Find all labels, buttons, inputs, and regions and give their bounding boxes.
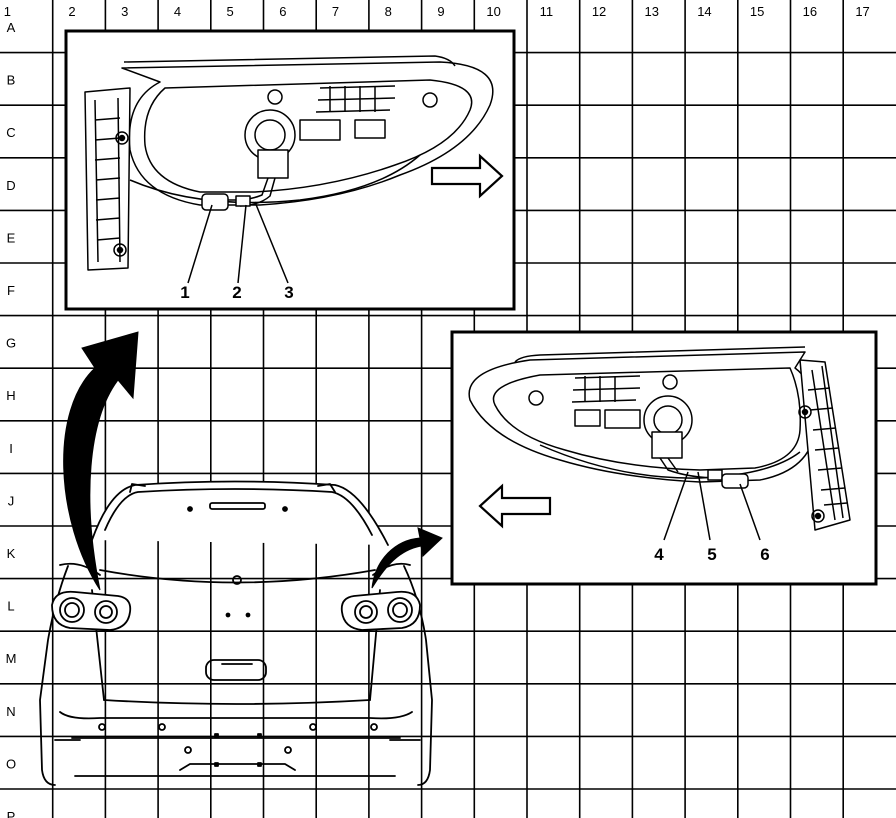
- grid-row-label: B: [7, 73, 16, 88]
- grid-column-label: 16: [803, 4, 817, 19]
- grid-column-label: 8: [385, 4, 392, 19]
- grid-column-label: 12: [592, 4, 606, 19]
- left-direction-arrow-icon: [430, 153, 504, 199]
- grid-row-label: E: [7, 230, 16, 245]
- grid-row-label: P: [7, 809, 16, 818]
- grid-column-label: 15: [750, 4, 764, 19]
- arrow-to-right-detail-icon: [371, 527, 443, 589]
- vehicle-rear-view: [39, 480, 433, 786]
- grid-row-label: K: [7, 546, 16, 561]
- grid-row-label: M: [6, 651, 17, 666]
- grid-row-label: J: [8, 493, 15, 508]
- grid-column-label: 7: [332, 4, 339, 19]
- grid-row-label: L: [7, 599, 14, 614]
- grid-column-label: 13: [645, 4, 659, 19]
- left-lamp-assembly: [84, 55, 494, 284]
- callout-6: 6: [760, 545, 769, 564]
- arrow-to-left-detail-icon: [63, 331, 139, 591]
- grid-row-labels: A B C D E F G H I J K L M N O P: [6, 20, 17, 818]
- grid-row-label: N: [6, 704, 15, 719]
- grid-column-label: 14: [697, 4, 711, 19]
- grid-column-label: 2: [68, 4, 75, 19]
- callout-1: 1: [180, 283, 189, 302]
- grid-column-label: 3: [121, 4, 128, 19]
- grid-column-label: 11: [540, 4, 554, 19]
- grid-row-label: A: [7, 20, 16, 35]
- right-lamp-assembly: [468, 346, 851, 541]
- grid-row-label: F: [7, 283, 15, 298]
- grid-row-label: D: [6, 178, 15, 193]
- callout-5: 5: [707, 545, 716, 564]
- grid-row-label: O: [6, 756, 16, 771]
- callout-4: 4: [654, 545, 664, 564]
- grid-column-label: 5: [227, 4, 234, 19]
- callout-2: 2: [232, 283, 241, 302]
- grid-row-label: I: [9, 441, 13, 456]
- grid-column-label: 1: [4, 4, 11, 19]
- right-direction-arrow-icon: [478, 483, 552, 529]
- callout-3: 3: [284, 283, 293, 302]
- grid-column-label: 4: [174, 4, 181, 19]
- grid-column-label: 9: [437, 4, 444, 19]
- grid-row-label: G: [6, 336, 16, 351]
- grid-column-label: 6: [279, 4, 286, 19]
- grid-row-label: H: [6, 388, 15, 403]
- grid-row-label: C: [6, 125, 15, 140]
- grid-column-label: 17: [855, 4, 869, 19]
- grid-column-label: 10: [486, 4, 500, 19]
